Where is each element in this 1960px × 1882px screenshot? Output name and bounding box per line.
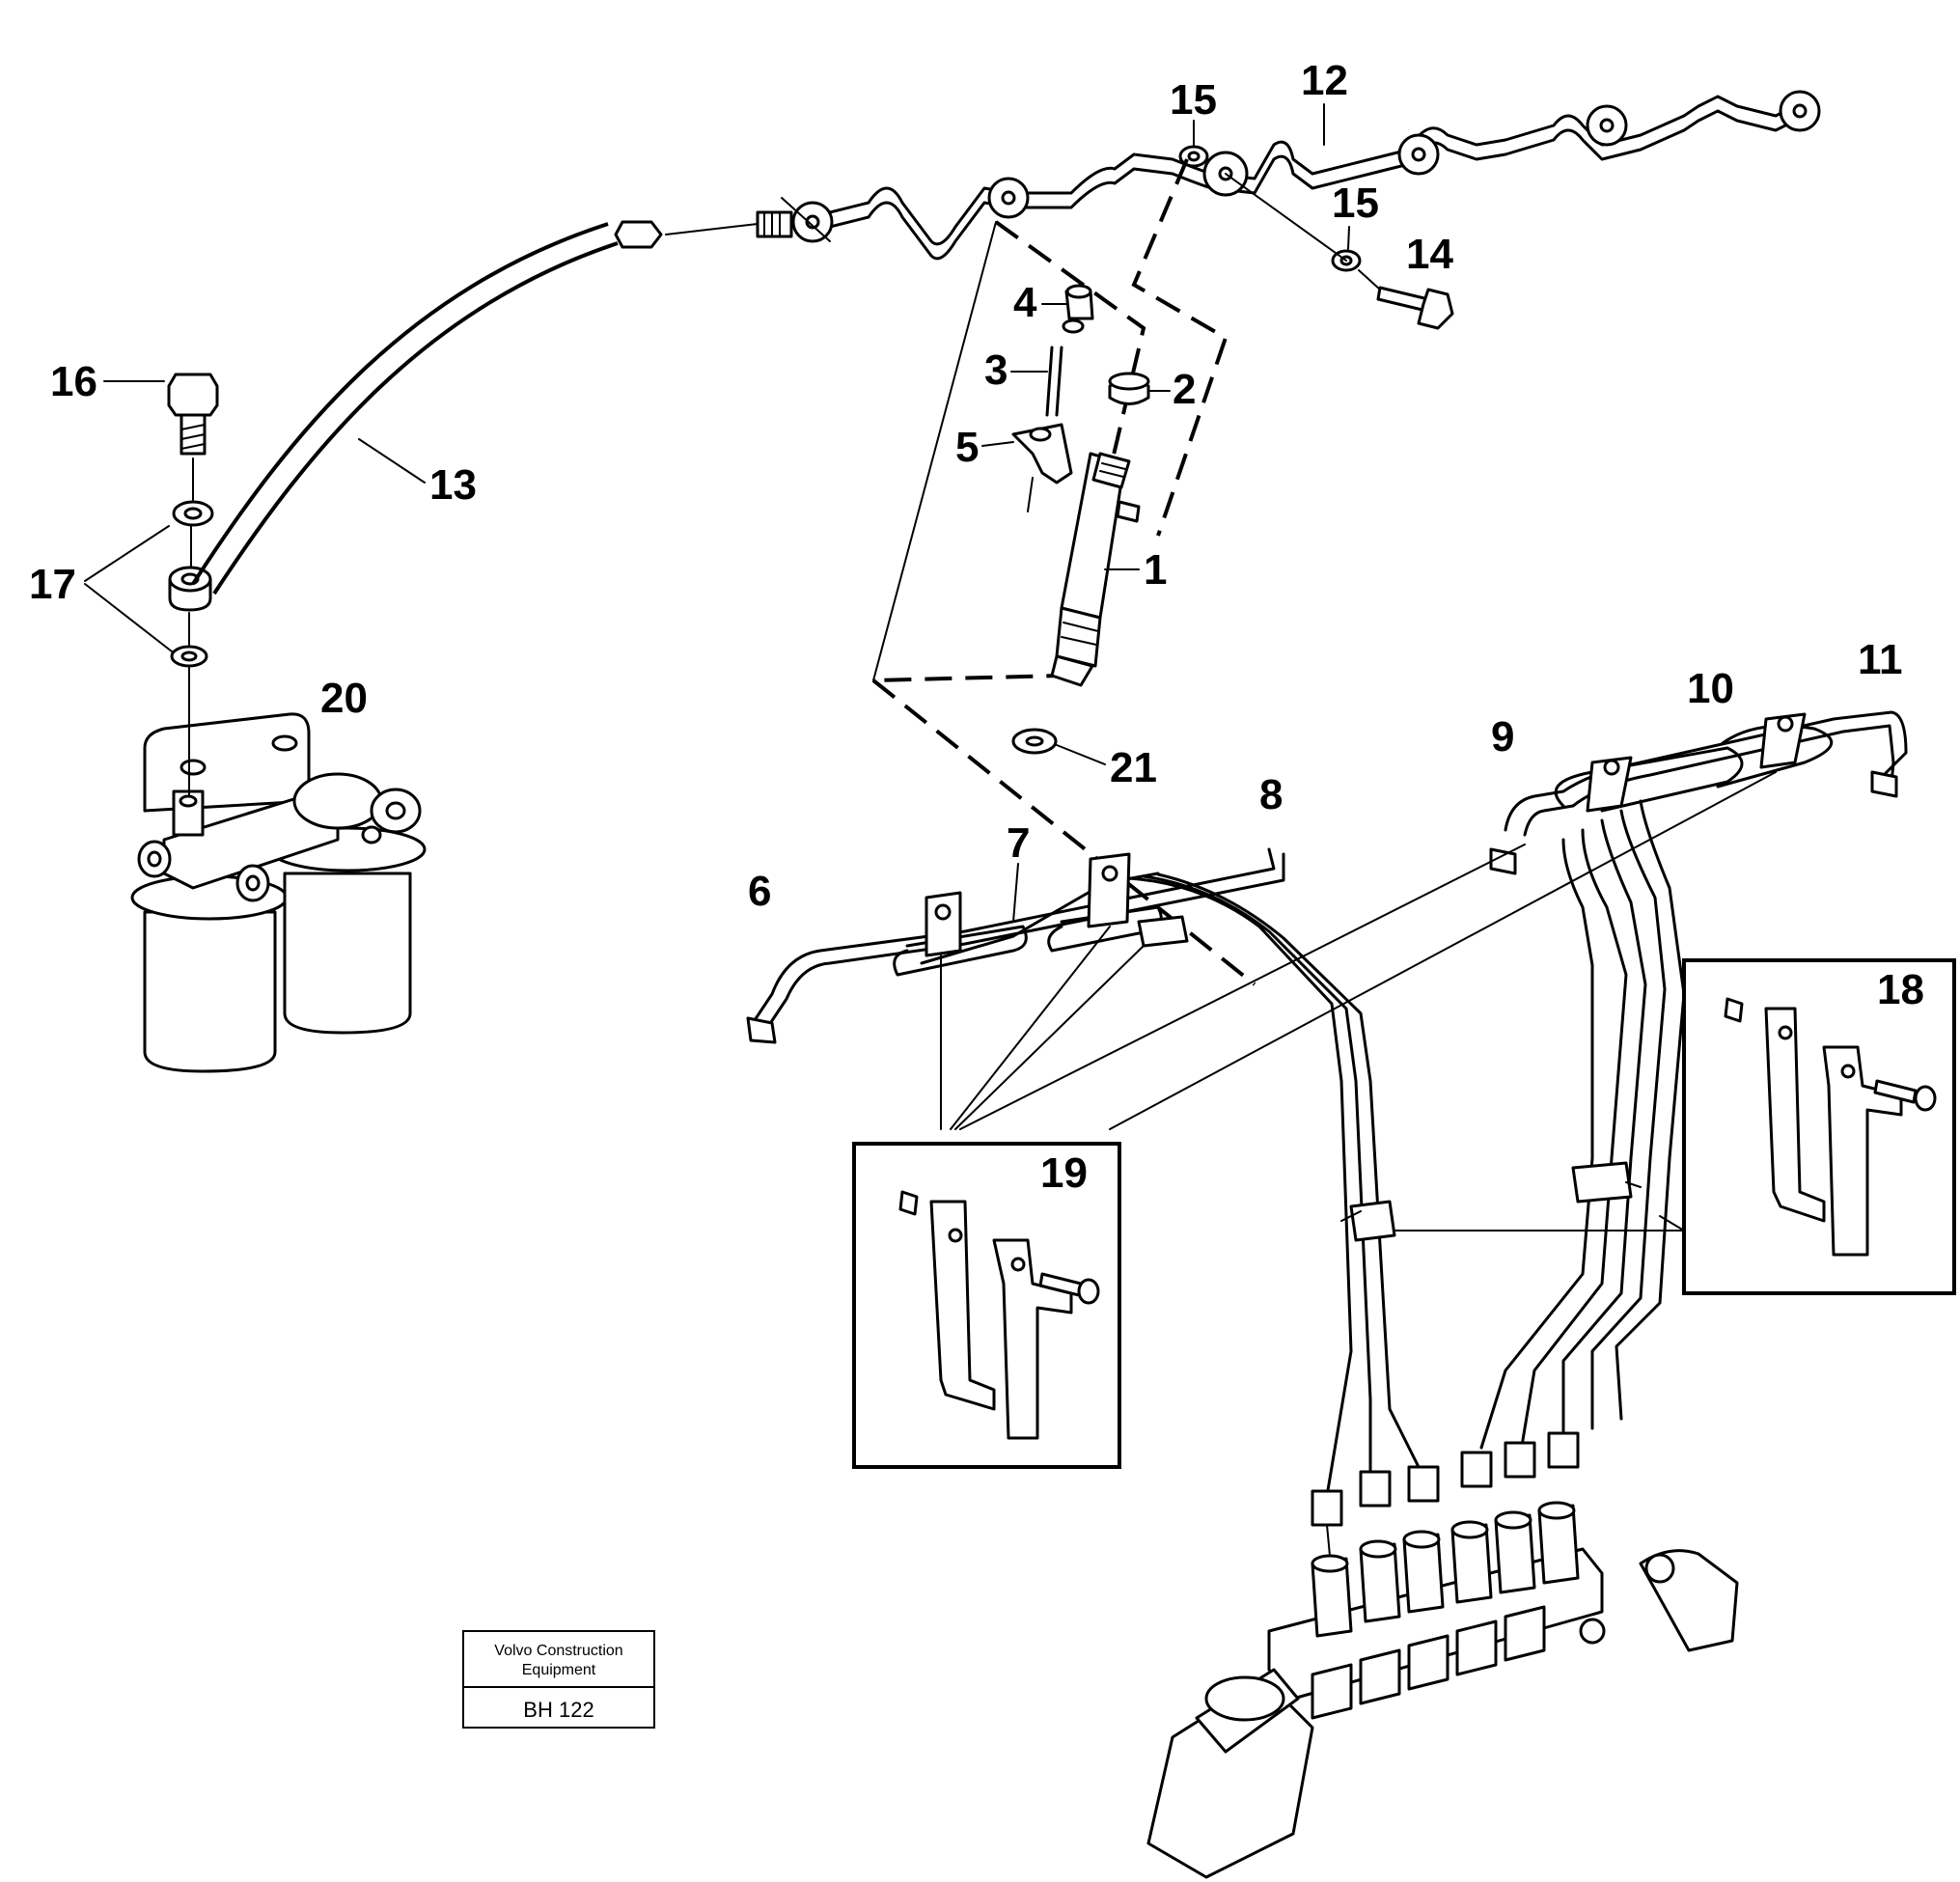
injector-group <box>871 158 1256 986</box>
callout-5: 5 <box>955 424 979 471</box>
pipe-clamps <box>925 712 1807 1242</box>
callout-4: 4 <box>1013 279 1037 326</box>
callout-20: 20 <box>320 675 368 722</box>
delivery-pipes <box>746 710 1908 1498</box>
leak-off-line <box>781 90 1821 330</box>
callout-2: 2 <box>1173 366 1196 413</box>
callout-11: 11 <box>1858 636 1903 683</box>
callout-6: 6 <box>748 868 771 915</box>
injection-pump <box>1146 1431 1739 1879</box>
title-block-company-line1: Volvo Construction <box>494 1643 622 1659</box>
title-block: Volvo Construction Equipment BH 122 <box>462 1630 655 1729</box>
callout-labels: 1 2 3 4 5 6 7 8 9 10 11 12 13 14 15 15 1… <box>29 57 1924 1197</box>
title-block-company-line2: Equipment <box>522 1662 596 1678</box>
callout-19: 19 <box>1040 1149 1088 1197</box>
callout-13: 13 <box>429 461 477 509</box>
callout-17: 17 <box>29 561 76 608</box>
callout-8: 8 <box>1259 771 1283 818</box>
callout-16: 16 <box>50 358 97 405</box>
inset-19-bracket-kit <box>852 1142 1121 1469</box>
callout-21: 21 <box>1110 744 1157 791</box>
callout-18: 18 <box>1877 966 1924 1013</box>
callout-10: 10 <box>1687 665 1734 712</box>
title-block-drawing-code: BH 122 <box>523 1698 594 1722</box>
fuel-hose <box>191 210 793 595</box>
callout-9: 9 <box>1491 713 1514 761</box>
callout-1: 1 <box>1144 546 1167 594</box>
banjo-bolt-and-washers <box>167 373 219 797</box>
callout-15-top: 15 <box>1170 76 1217 124</box>
fuel-filter-assembly <box>130 712 427 1073</box>
inset-18-bracket-kit <box>1682 958 1956 1295</box>
callout-3: 3 <box>984 346 1008 394</box>
callout-12: 12 <box>1301 57 1348 104</box>
callout-15-right: 15 <box>1332 180 1379 227</box>
callout-7: 7 <box>1007 819 1030 867</box>
leader-lines <box>940 771 1777 1232</box>
callout-14: 14 <box>1406 231 1453 278</box>
